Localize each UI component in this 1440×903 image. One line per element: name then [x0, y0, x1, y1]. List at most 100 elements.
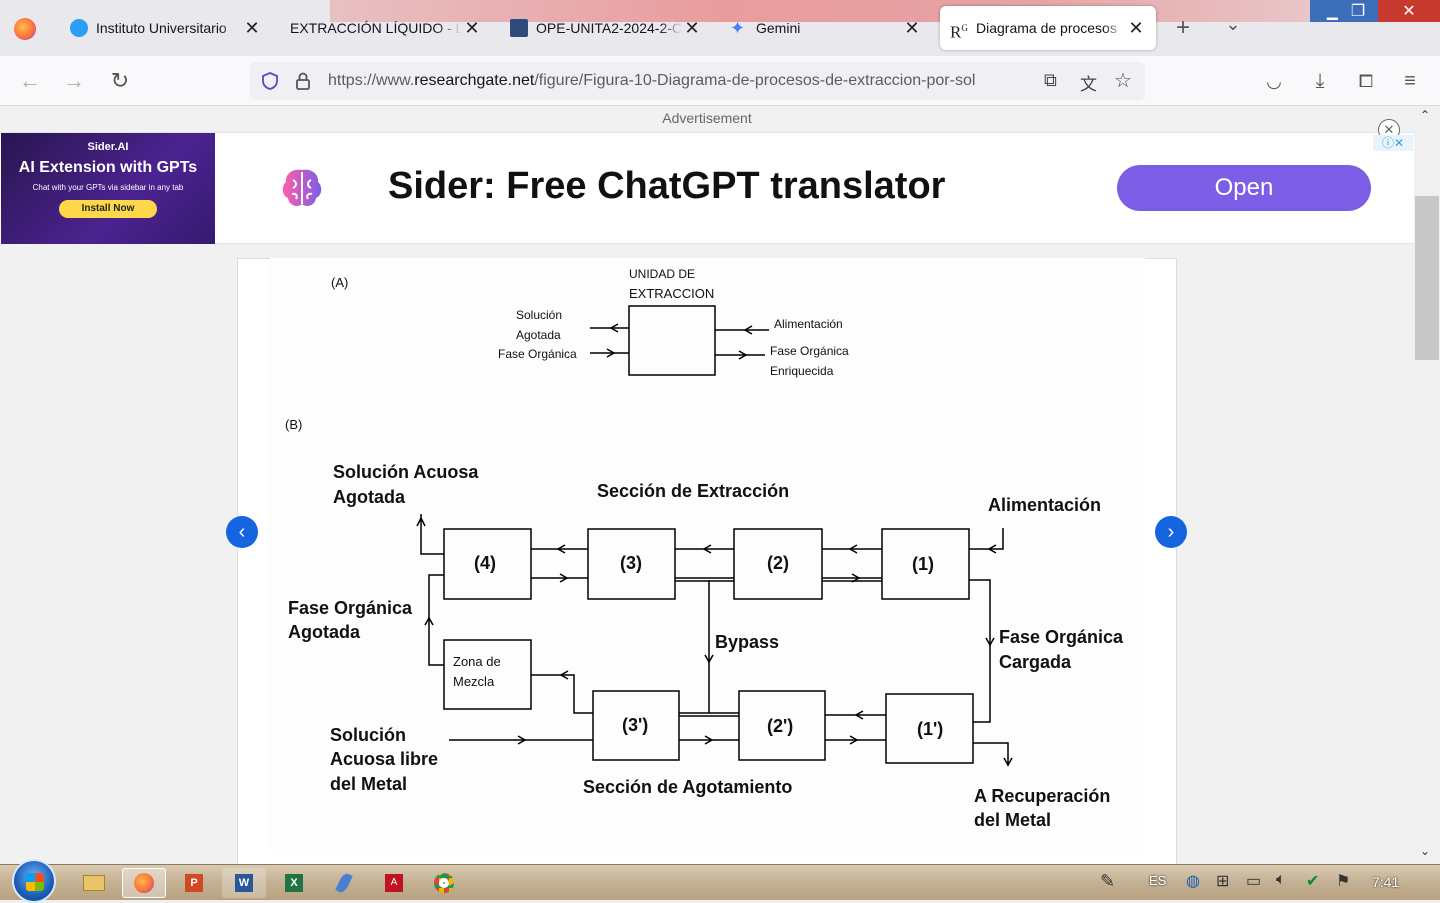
a-left-3: Fase Orgánica [498, 347, 577, 361]
scrollbar-thumb[interactable] [1415, 196, 1439, 360]
pen-input-icon[interactable]: ✎ [1100, 871, 1115, 892]
download-icon[interactable]: ⤓ [1304, 66, 1336, 96]
b-alimentacion: Alimentación [988, 495, 1101, 515]
ad-brand: Sider.AI [1, 141, 215, 153]
gemini-icon: ✦ [730, 19, 748, 37]
lock-icon[interactable] [294, 71, 312, 91]
b-sol-acuosa-2: Agotada [333, 487, 406, 507]
mixing-feed-line [531, 675, 593, 713]
close-icon[interactable]: ✕ [242, 18, 262, 39]
close-icon[interactable]: ✕ [462, 18, 482, 39]
tab-gemini[interactable]: ✦ Gemini ✕ [720, 6, 932, 50]
adchoices-icon[interactable]: ⓘ✕ [1373, 135, 1413, 151]
scroll-up-arrow-icon[interactable]: ⌃ [1420, 108, 1430, 122]
b-sol-acuosa-1: Solución Acuosa [333, 462, 479, 482]
action-center-flag-icon[interactable]: ⚑ [1336, 871, 1350, 891]
b-seccion-agotamiento: Sección de Agotamiento [583, 777, 792, 797]
word-icon[interactable]: W [222, 868, 266, 898]
label-box-4: (4) [474, 553, 496, 573]
install-now-button[interactable]: Install Now [59, 200, 157, 218]
a-right-1: Alimentación [774, 317, 843, 331]
previous-figure-button[interactable]: ‹ [226, 516, 258, 548]
b-fase-agotada-2: Agotada [288, 622, 361, 642]
chrome-icon[interactable] [422, 868, 466, 898]
ad-thumb-title: AI Extension with GPTs [1, 159, 215, 177]
shield-icon[interactable] [260, 71, 280, 91]
tab-instituto[interactable]: Instituto Universitario ✕ [60, 6, 272, 50]
ad-thumbnail[interactable]: Sider.AI AI Extension with GPTs Chat wit… [1, 133, 215, 244]
scroll-down-arrow-icon[interactable]: ⌄ [1420, 844, 1430, 858]
ad-headline[interactable]: Sider: Free ChatGPT translator [388, 165, 945, 208]
a-right-3: Enriquecida [770, 364, 834, 378]
close-icon[interactable]: ✕ [682, 18, 702, 39]
process-diagram-figure[interactable]: (A) UNIDAD DE EXTRACCION Solución Agotad… [270, 258, 1145, 854]
bookmark-star-icon[interactable]: ☆ [1114, 68, 1132, 93]
start-button[interactable] [12, 859, 56, 903]
b-sol-libre-1: Solución [330, 725, 406, 745]
b-seccion-extraccion: Sección de Extracción [597, 481, 789, 501]
back-arrow-icon[interactable]: ← [14, 66, 46, 96]
network-icon[interactable]: ⊞ [1216, 871, 1229, 891]
forward-arrow-icon[interactable]: → [58, 66, 90, 96]
translate-icon[interactable]: 文 [1080, 70, 1097, 95]
volume-icon[interactable]: 🔈︎ [1276, 871, 1286, 889]
next-figure-button[interactable]: › [1155, 516, 1187, 548]
excel-icon[interactable]: X [272, 868, 316, 898]
acrobat-icon[interactable]: A [372, 868, 416, 898]
close-icon[interactable]: ✕ [1126, 18, 1146, 39]
part-a-tag: (A) [331, 275, 348, 290]
advertisement-label: Advertisement [0, 110, 1414, 126]
a-left-2: Agotada [516, 328, 561, 342]
extensions-icon[interactable]: ⧠ [1350, 66, 1382, 96]
firefox-taskbar-icon[interactable] [122, 868, 166, 898]
b-recuperacion-1: A Recuperación [974, 786, 1110, 806]
b-recuperacion-2: del Metal [974, 810, 1051, 830]
b-fase-cargada-1: Fase Orgánica [999, 627, 1124, 647]
tab-strip: Instituto Universitario ✕ EXTRACCIÓN LÍQ… [0, 0, 1440, 56]
tab-extraccion[interactable]: EXTRACCIÓN LÍQUIDO - LÍ ✕ [280, 6, 492, 50]
sync-check-icon[interactable]: ✔ [1306, 871, 1319, 891]
reload-icon[interactable]: ↻ [104, 66, 136, 96]
a-right-2: Fase Orgánica [770, 344, 849, 358]
zona-label-1: Zona de [453, 654, 501, 669]
tab-ope-unita[interactable]: OPE-UNITA2-2024-2-C ✕ [500, 6, 712, 50]
language-indicator[interactable]: ES [1149, 873, 1166, 888]
close-window-button[interactable]: ✕ [1378, 0, 1440, 22]
url-text[interactable]: https://www.researchgate.net/figure/Figu… [328, 72, 1033, 90]
b-fase-cargada-2: Cargada [999, 652, 1072, 672]
b-sol-libre-3: del Metal [330, 774, 407, 794]
app-feather-icon[interactable] [322, 868, 366, 898]
pocket-icon[interactable]: ◡ [1258, 66, 1290, 96]
label-box-2: (2) [767, 553, 789, 573]
doc-icon [510, 19, 528, 37]
powerpoint-icon[interactable]: P [172, 868, 216, 898]
new-tab-button[interactable]: + [1170, 14, 1196, 42]
clock[interactable]: 7:41 [1372, 874, 1399, 890]
tab-diagrama-active[interactable]: RG Diagrama de procesos ✕ [940, 6, 1156, 50]
label-box-2p: (2') [767, 716, 793, 736]
ad-open-button[interactable]: Open [1117, 165, 1371, 211]
ad-banner[interactable]: Sider.AI AI Extension with GPTs Chat wit… [0, 132, 1414, 244]
a-left-1: Solución [516, 308, 562, 322]
battery-icon[interactable]: ▭ [1246, 871, 1261, 891]
menu-hamburger-icon[interactable]: ≡ [1394, 66, 1426, 96]
vertical-scrollbar[interactable]: ⌃ ⌄ [1414, 106, 1440, 864]
extraction-unit-box [629, 306, 715, 375]
tab-list-chevron-icon[interactable]: ⌄ [1220, 14, 1246, 42]
part-b-tag: (B) [285, 417, 302, 432]
close-icon[interactable]: ✕ [902, 18, 922, 39]
firefox-menu-icon[interactable] [14, 18, 36, 40]
windows-logo-icon [26, 873, 44, 891]
windows-taskbar: P W X A ✎ ES ◍ ⊞ ▭ 🔈︎ ✔ ⚑ 7:41 [0, 864, 1440, 900]
unit-title-2: EXTRACCION [629, 286, 714, 301]
ad-thumb-subtitle: Chat with your GPTs via sidebar in any t… [1, 183, 215, 192]
picture-in-picture-icon[interactable]: ⧉ [1044, 70, 1057, 91]
label-box-1: (1) [912, 554, 934, 574]
network-globe-icon[interactable]: ◍ [1186, 871, 1200, 891]
restore-button[interactable]: ❐ [1338, 0, 1378, 22]
recovery-line [973, 743, 1008, 766]
label-box-3p: (3') [622, 715, 648, 735]
unit-title-1: UNIDAD DE [629, 267, 695, 281]
url-bar[interactable]: https://www.researchgate.net/figure/Figu… [250, 62, 1145, 100]
file-explorer-icon[interactable] [72, 868, 116, 898]
